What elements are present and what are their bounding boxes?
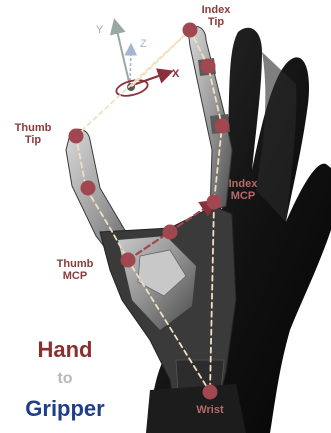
label-thumb-mcp: Thumb MCP	[52, 258, 98, 282]
axis-x-label: X	[172, 68, 179, 80]
keypoint-index-dip	[201, 59, 216, 74]
axis-z-label: Z	[140, 38, 147, 50]
label-wrist: Wrist	[190, 404, 230, 416]
label-index-tip: Index Tip	[196, 4, 236, 28]
keypoint-thumb-mid	[163, 225, 178, 240]
axis-y-arrow	[115, 22, 130, 86]
keypoint-thumb-tip	[69, 129, 84, 144]
keypoint-wrist	[203, 385, 218, 400]
title-to: to	[0, 369, 130, 389]
thumb-tip-to-index-tip-line	[76, 30, 190, 136]
title-gripper: Gripper	[0, 396, 130, 422]
title-hand: Hand	[0, 337, 130, 363]
keypoint-index-mcp	[207, 195, 222, 210]
keypoint-thumb-ip	[81, 181, 96, 196]
label-index-mcp: Index MCP	[222, 178, 264, 202]
axis-y-label: Y	[96, 24, 103, 36]
label-thumb-tip: Thumb Tip	[10, 122, 56, 146]
axis-z-arrow	[130, 46, 131, 86]
coordinate-frame	[115, 22, 170, 99]
keypoint-index-pip	[215, 119, 230, 134]
keypoint-thumb-mcp	[121, 253, 136, 268]
